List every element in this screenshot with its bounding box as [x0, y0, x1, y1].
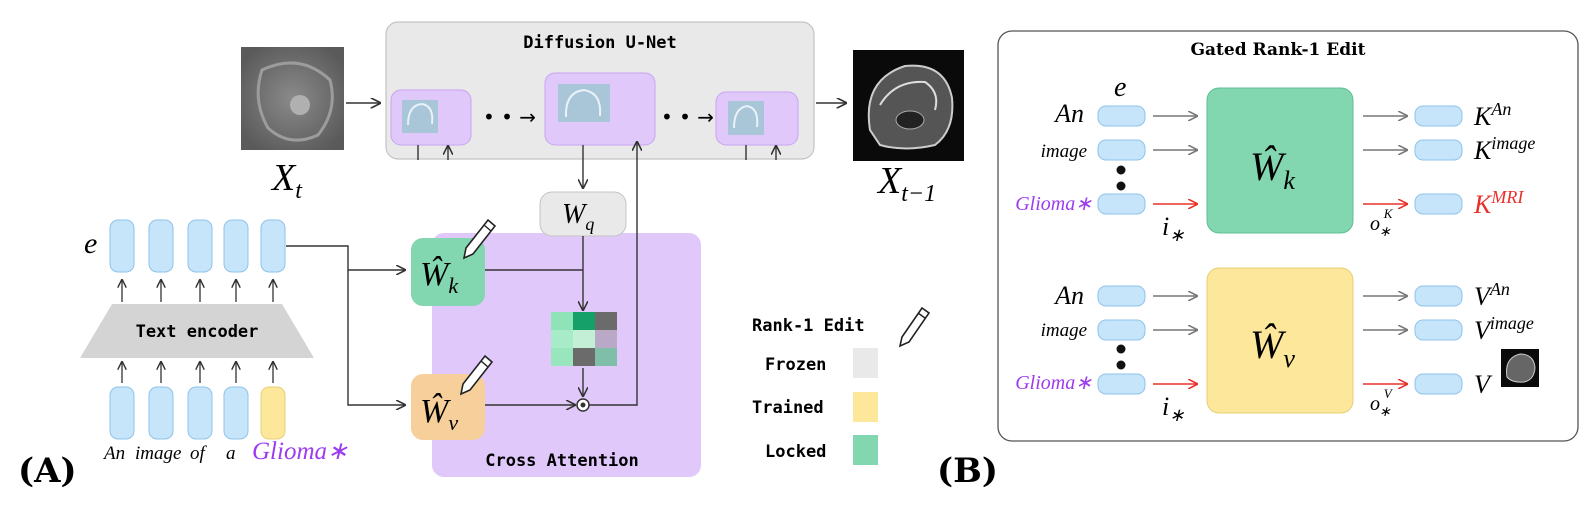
- ov-label: o∗V: [1370, 386, 1394, 420]
- v-output-vectors: [1414, 285, 1463, 395]
- embedding-e-label: e: [84, 227, 97, 260]
- legend-trained-swatch: [853, 392, 878, 422]
- pencil-icon: [459, 354, 494, 396]
- legend-title: Rank-1 Edit: [752, 316, 865, 336]
- k-vertical-dots: [1116, 165, 1126, 191]
- unet-title: Diffusion U-Net: [523, 33, 677, 53]
- xt1-label: Xt−1: [876, 160, 936, 207]
- unet-block-2: [544, 72, 656, 146]
- v-input-glioma: Glioma∗: [1015, 372, 1092, 394]
- v-input-labels: An image Glioma∗: [1015, 281, 1092, 394]
- k-output-an: KAn: [1473, 99, 1511, 131]
- token-image: image: [135, 443, 181, 464]
- wk-label: Ŵk: [420, 256, 459, 298]
- v-output-mri: V: [1474, 370, 1493, 399]
- k-input-image: image: [1041, 141, 1087, 162]
- token-a: a: [226, 443, 236, 464]
- text-encoder-label: Text encoder: [136, 322, 259, 342]
- b-wk-label: Ŵk: [1250, 144, 1295, 195]
- ellipsis-1: • • →: [483, 105, 536, 129]
- clean-mri-image: [853, 50, 964, 161]
- cross-attention-label: Cross Attention: [485, 451, 639, 471]
- k-output-image: Kimage: [1473, 133, 1535, 165]
- noisy-mri-image: [241, 47, 344, 150]
- pencil-icon: [898, 306, 931, 348]
- v-istar-label: i∗: [1162, 392, 1184, 425]
- k-output-vectors: [1414, 105, 1463, 215]
- panel-a-label: (A): [18, 451, 77, 491]
- token-an: An: [102, 443, 125, 464]
- unet-block-1: [390, 89, 472, 146]
- k-input-vectors: [1097, 105, 1146, 215]
- k-input-an: An: [1053, 99, 1084, 128]
- v-input-image: image: [1041, 320, 1087, 341]
- legend-locked-swatch: [853, 435, 878, 465]
- wq-label: Wq: [562, 199, 594, 234]
- encoder-output-arrows: [122, 280, 273, 302]
- b-embedding-e-label: e: [1114, 72, 1126, 103]
- legend-trained-label: Trained: [752, 398, 824, 418]
- embedding-vectors: [109, 219, 286, 273]
- gated-edit-title: Gated Rank-1 Edit: [1191, 40, 1366, 60]
- legend-frozen-swatch: [853, 348, 878, 378]
- mri-thumbnail-icon: [1501, 349, 1539, 387]
- token-vectors: [109, 386, 286, 440]
- token-glioma: Glioma∗: [252, 438, 348, 465]
- ellipsis-2: • • →: [661, 105, 714, 129]
- ok-label: o∗K: [1370, 206, 1394, 240]
- b-wv-label: Ŵv: [1250, 322, 1295, 373]
- b-wk-box: [1206, 87, 1354, 234]
- legend-frozen-label: Frozen: [765, 355, 826, 375]
- k-output-labels: KAn Kimage KMRI: [1473, 99, 1535, 219]
- text-encoder-block: [80, 304, 314, 358]
- v-output-an: VAn: [1474, 279, 1510, 311]
- encoder-input-arrows: [122, 362, 273, 383]
- v-output-labels: VAn Vimage V: [1474, 279, 1534, 399]
- legend-locked-label: Locked: [765, 442, 826, 462]
- k-input-labels: An image Glioma∗: [1015, 99, 1092, 215]
- unet-block-3: [715, 91, 799, 146]
- v-output-image: Vimage: [1474, 313, 1534, 345]
- k-input-glioma: Glioma∗: [1015, 193, 1092, 215]
- v-vertical-dots: [1116, 344, 1126, 370]
- k-output-mri: KMRI: [1473, 187, 1524, 219]
- token-of: of: [190, 443, 208, 464]
- attention-matrix: [551, 312, 617, 366]
- token-labels: An image of a: [102, 443, 236, 464]
- pencil-icon: [462, 218, 497, 260]
- v-input-an: An: [1053, 281, 1084, 310]
- xt-label: Xt: [270, 157, 303, 204]
- panel-b-label: (B): [937, 451, 998, 491]
- b-wv-box: [1206, 267, 1354, 414]
- k-istar-label: i∗: [1162, 212, 1184, 245]
- wv-label: Ŵv: [420, 393, 458, 435]
- v-input-vectors: [1097, 285, 1146, 395]
